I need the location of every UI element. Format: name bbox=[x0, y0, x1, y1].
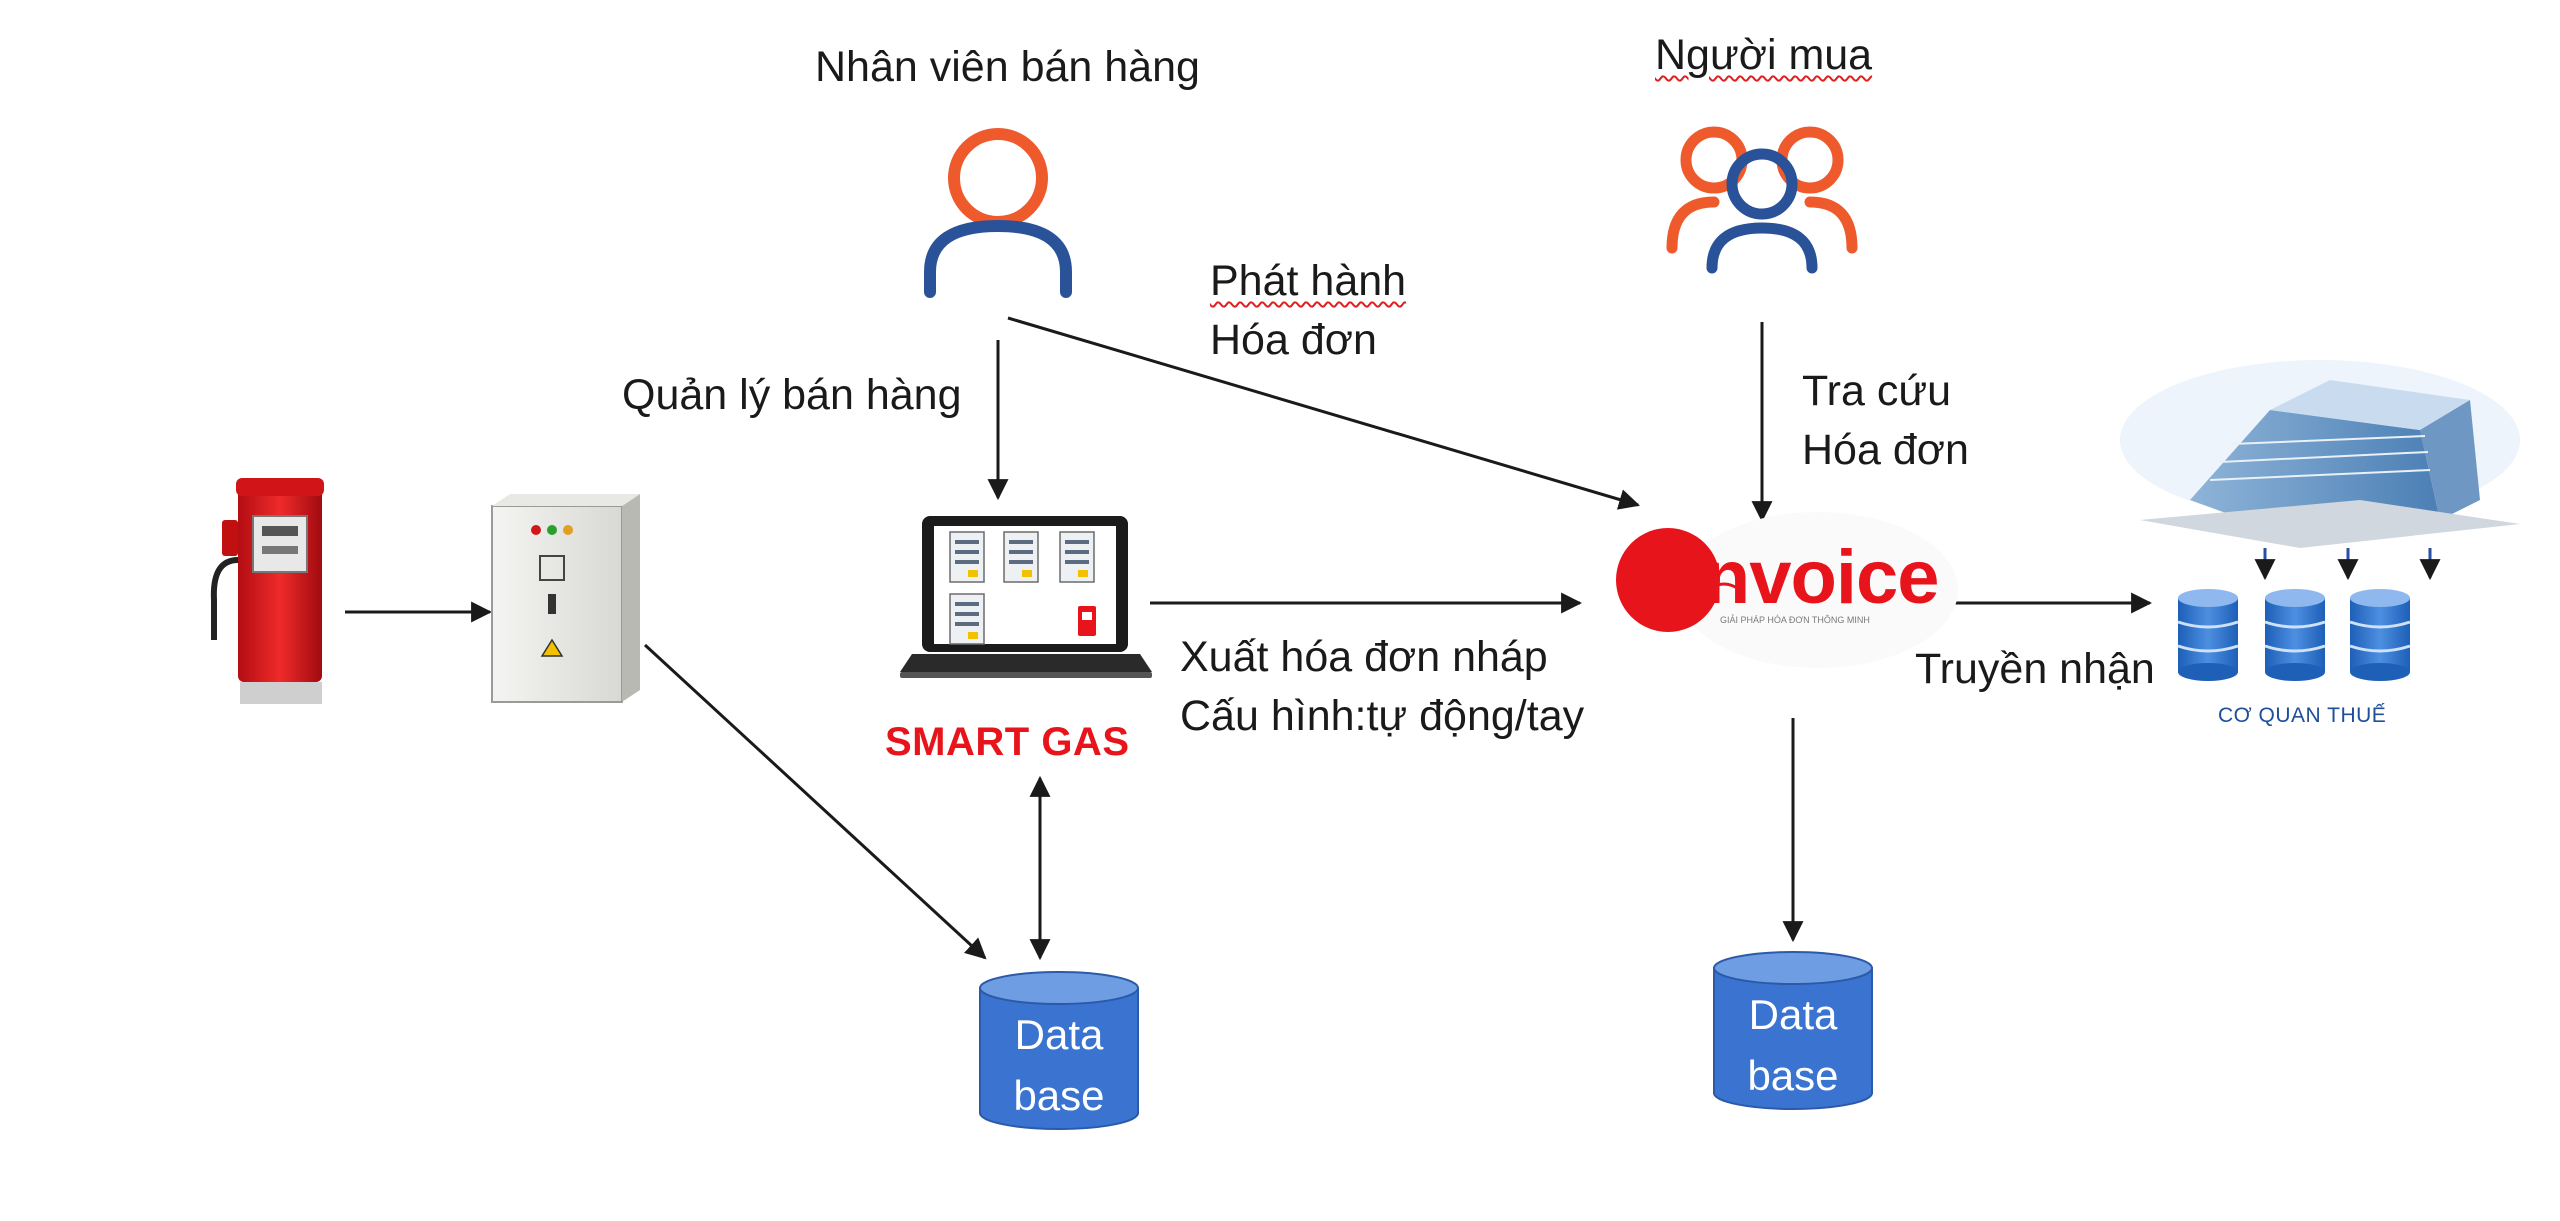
database-cylinder-left bbox=[979, 971, 1139, 1130]
export-draft-label: Xuất hóa đơn nháp Cấu hình:tự động/tay bbox=[1180, 633, 1585, 741]
database-right-label: Data base bbox=[1747, 991, 1839, 1099]
fuel-pump-icon bbox=[210, 478, 324, 704]
database-icon-1 bbox=[2177, 589, 2239, 681]
lookup-invoice-label: Tra cứu Hóa đơn bbox=[1802, 367, 1969, 475]
smart-gas-label: SMART GAS bbox=[885, 720, 1130, 764]
buyer-label: Người mua bbox=[1655, 31, 1873, 79]
tax-authority-label: CƠ QUAN THUẾ bbox=[2218, 704, 2387, 727]
arrow-seller-to-sinvoice bbox=[1007, 316, 1641, 510]
tax-database-icons bbox=[2177, 589, 2411, 681]
manage-sales-label: Quản lý bán hàng bbox=[622, 371, 962, 419]
person-icon bbox=[924, 128, 1072, 298]
control-cabinet-icon bbox=[491, 494, 640, 703]
transmit-label: Truyền nhận bbox=[1915, 645, 2155, 693]
sinvoice-logo bbox=[1616, 512, 1958, 668]
connector-arrows bbox=[345, 316, 2153, 961]
tax-office-building-icon bbox=[2120, 360, 2520, 581]
seller-label: Nhân viên bán hàng bbox=[815, 43, 1200, 91]
people-group-icon bbox=[1666, 126, 1858, 274]
database-left-label: Data base bbox=[1013, 1011, 1105, 1119]
database-icon-3 bbox=[2349, 589, 2411, 681]
arrow-cabinet-to-database bbox=[643, 643, 987, 960]
laptop-icon bbox=[900, 516, 1152, 678]
issue-invoice-label: Phát hành Hóa đơn bbox=[1210, 257, 1407, 365]
database-cylinder-right bbox=[1713, 951, 1873, 1110]
database-icon-2 bbox=[2264, 589, 2326, 681]
